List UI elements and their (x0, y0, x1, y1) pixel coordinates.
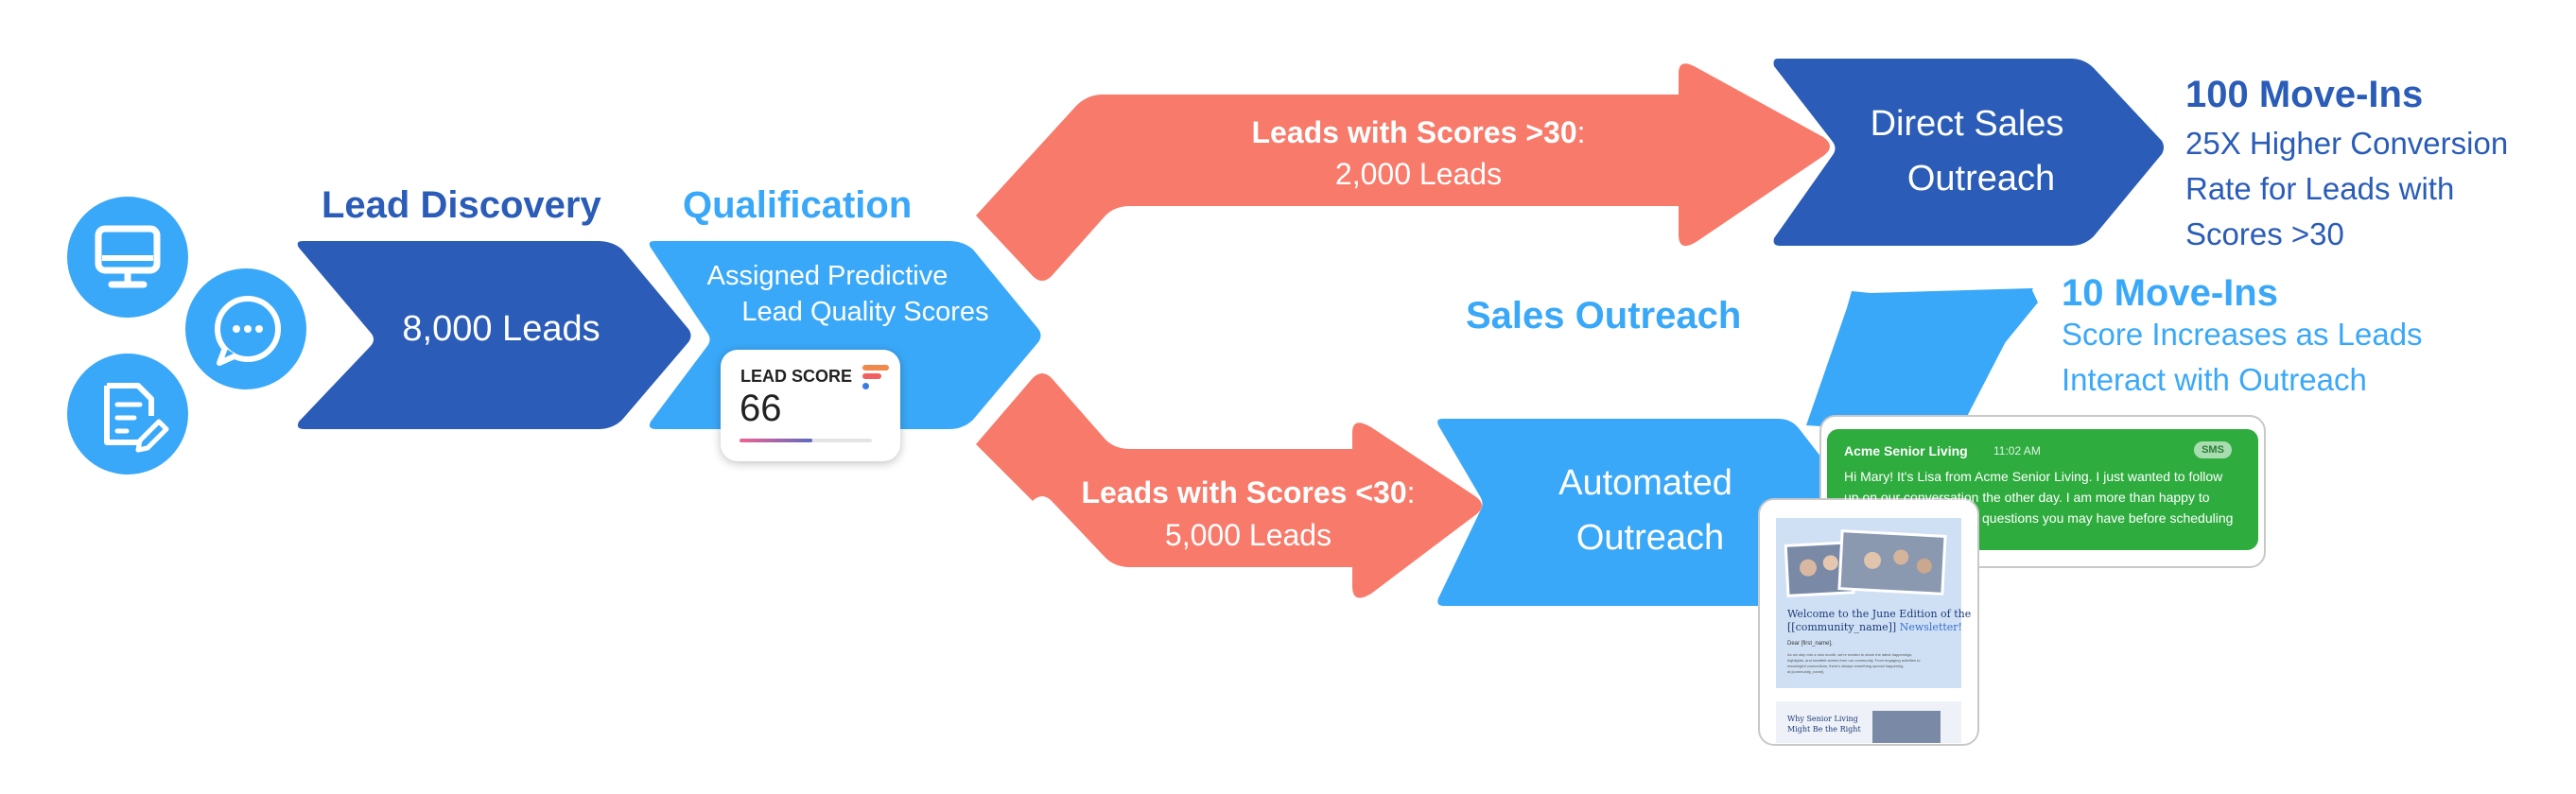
newsletter-title-line2: [[community_name]] Newsletter! (1787, 621, 1962, 633)
automated-line2: Outreach (1575, 518, 1725, 558)
high-score-arrow (976, 63, 1830, 281)
newsletter-card (1758, 498, 1979, 746)
qualification-line2: Lead Quality Scores (741, 297, 989, 327)
low-score-count: 5,000 Leads (1164, 518, 1332, 552)
sms-line1: Hi Mary! It's Lisa from Acme Senior Livi… (1844, 469, 2223, 484)
direct-result-line3: Scores >30 (2185, 216, 2344, 251)
sms-line3: questions you may have before scheduling (1982, 510, 2234, 526)
monitor-icon (67, 197, 188, 318)
automated-line1: Automated (1558, 463, 1732, 503)
lead-score-card: LEAD SCORE 66 (721, 350, 900, 461)
auto-result-line2: Interact with Outreach (2062, 362, 2367, 397)
direct-result-line2: Rate for Leads with (2185, 171, 2455, 206)
lead-score-value: 66 (740, 388, 782, 429)
direct-sales-chevron (1773, 59, 2164, 246)
newsletter-photo-left (1784, 541, 1855, 597)
newsletter-photo-right (1837, 529, 1947, 596)
automated-upward-arrow-head (1816, 288, 2038, 427)
direct-result-title: 100 Move-Ins (2185, 74, 2424, 115)
auto-result-title: 10 Move-Ins (2062, 272, 2278, 314)
newsletter-title-line1: Welcome to the June Edition of the (1787, 608, 1972, 620)
qualification-line1: Assigned Predictive (706, 261, 949, 291)
low-score-label: Leads with Scores <30: (1081, 475, 1416, 509)
direct-sales-line2: Outreach (1906, 159, 2056, 198)
document-edit-icon (67, 354, 188, 475)
newsletter-body-line3: meaningful connections, there's always s… (1787, 664, 1904, 668)
lead-score-bar-fill (740, 439, 812, 442)
direct-result-line1: 25X Higher Conversion (2185, 126, 2509, 161)
newsletter-body-line2: highlights, and heartfelt stories from o… (1787, 658, 1921, 663)
lead-discovery-heading: Lead Discovery (322, 184, 601, 226)
sms-time: 11:02 AM (1993, 444, 2041, 457)
lead-score-logo-icon (862, 365, 891, 391)
sales-outreach-heading: Sales Outreach (1466, 295, 1742, 337)
lead-discovery-chevron (297, 241, 691, 429)
sms-sender: Acme Senior Living (1844, 443, 1968, 458)
newsletter-body-line1: As we step into a new month, we're excit… (1787, 652, 1913, 657)
qualification-heading: Qualification (683, 184, 913, 226)
newsletter-body-line4: at [community_name]. (1787, 669, 1825, 674)
newsletter-footer-line2: Might Be the Right (1787, 725, 1861, 734)
low-score-arrow (976, 373, 1482, 598)
newsletter-footer-line1: Why Senior Living (1787, 715, 1858, 723)
chat-bubble-icon (185, 268, 306, 389)
automated-outreach-chevron (1437, 419, 1861, 606)
newsletter-greeting: Dear [first_name], (1787, 641, 1833, 647)
lead-score-bar-track (740, 439, 872, 442)
high-score-count: 2,000 Leads (1334, 157, 1503, 191)
high-score-label: Leads with Scores >30: (1251, 115, 1586, 149)
lead-score-label: LEAD SCORE (740, 367, 853, 386)
auto-result-line1: Score Increases as Leads (2062, 317, 2423, 352)
lead-discovery-count: 8,000 Leads (402, 309, 600, 349)
direct-sales-line1: Direct Sales (1870, 104, 2064, 144)
sms-badge: SMS (2202, 444, 2224, 456)
sms-line2: up on our conversation the other day. I … (1844, 490, 2210, 505)
